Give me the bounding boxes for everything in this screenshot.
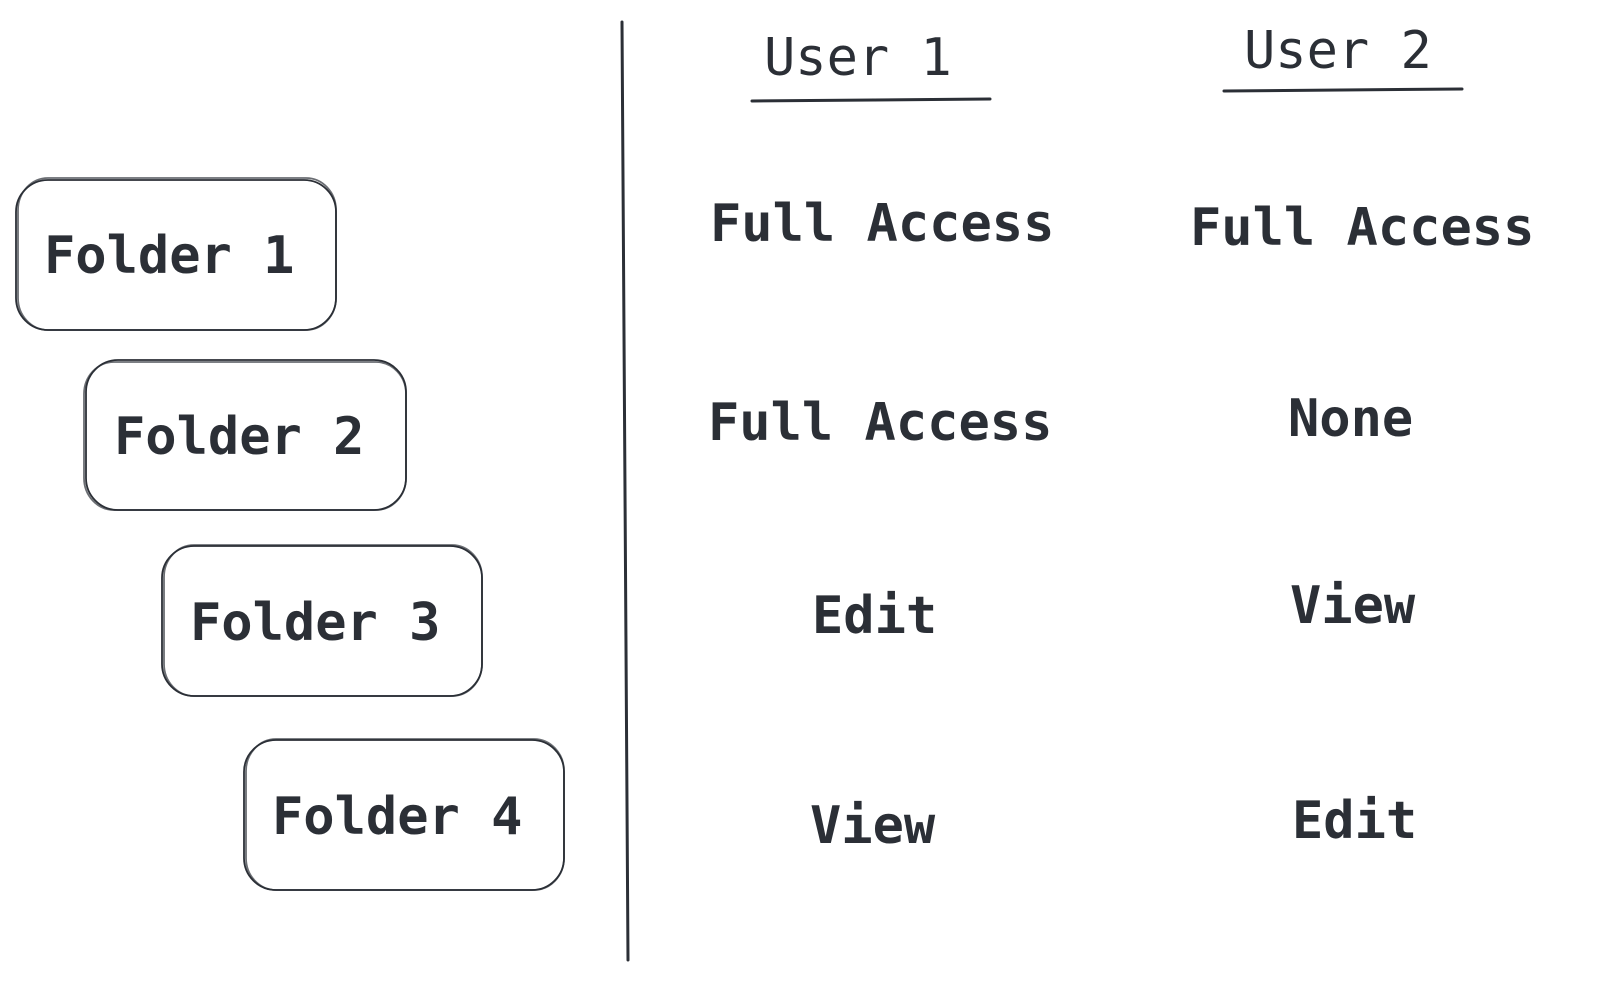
user-2-underline: [1222, 87, 1464, 93]
user-2-header: User 2: [1244, 21, 1432, 81]
folder-2-label: Folder 2: [114, 407, 365, 467]
permission-folder-2-user-2: None: [1288, 389, 1414, 449]
permission-folder-4-user-2: Edit: [1292, 791, 1418, 851]
folder-2-box: [83, 359, 407, 511]
vertical-divider: [620, 20, 630, 962]
permission-folder-1-user-2: Full Access: [1190, 198, 1535, 258]
folder-4-box: [243, 738, 565, 891]
permission-folder-3-user-2: View: [1290, 576, 1416, 636]
permission-folder-1-user-1: Full Access: [710, 194, 1055, 254]
user-1-underline: [750, 97, 992, 103]
user-1-header: User 1: [764, 28, 952, 88]
permission-folder-3-user-1: Edit: [812, 586, 938, 646]
folder-1-label: Folder 1: [44, 226, 295, 286]
folder-1-box: [15, 177, 337, 331]
folder-3-label: Folder 3: [190, 593, 441, 653]
folder-4-label: Folder 4: [272, 787, 523, 847]
permission-folder-2-user-1: Full Access: [708, 393, 1053, 453]
permission-folder-4-user-1: View: [810, 796, 936, 856]
folder-3-box: [161, 544, 483, 697]
